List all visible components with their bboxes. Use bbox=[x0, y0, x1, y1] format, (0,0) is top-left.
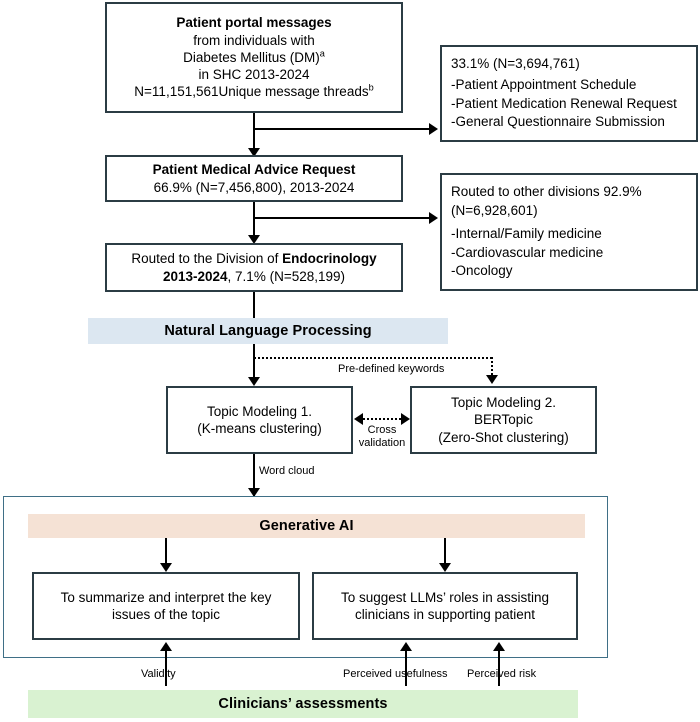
cross-validation-line2: validation bbox=[358, 436, 406, 449]
node-llm-roles: To suggest LLMs’ roles in assisting clin… bbox=[312, 572, 578, 640]
edge-label-perceived-risk: Perceived risk bbox=[467, 668, 537, 680]
llm-roles-line2: clinicians in supporting patient bbox=[354, 607, 536, 622]
clinicians-banner-label: Clinicians’ assessments bbox=[218, 696, 388, 712]
arrow-perceived-risk bbox=[493, 642, 505, 651]
node-patient-portal-messages: Patient portal messages from individuals… bbox=[105, 2, 403, 113]
patient-portal-line4: in SHC 2013-2024 bbox=[198, 67, 310, 83]
node-summarize-interpret: To summarize and interpret the key issue… bbox=[32, 572, 300, 640]
banner-generative-ai: Generative AI bbox=[28, 514, 585, 538]
topic1-line1: Topic Modeling 1. bbox=[206, 403, 313, 419]
other-divisions-item-0: -Internal/Family medicine bbox=[451, 226, 602, 242]
connector-portal-to-advice bbox=[253, 113, 255, 152]
edge-label-validity: Validity bbox=[141, 668, 176, 680]
arrow-topic1-to-genai bbox=[248, 488, 260, 497]
connector-genai-to-summarize bbox=[165, 538, 167, 567]
node-patient-medical-advice-request: Patient Medical Advice Request 66.9% (N=… bbox=[105, 155, 403, 202]
footnote-marker-a: a bbox=[319, 48, 325, 59]
endocrinology-line2: 2013-2024, 7.1% (N=528,199) bbox=[162, 268, 345, 284]
connector-perceived-usefulness bbox=[405, 651, 407, 686]
edge-label-perceived-usefulness: Perceived usefulness bbox=[343, 668, 448, 680]
arrow-portal-to-excluded bbox=[429, 123, 438, 135]
topic2-line3: (Zero-Shot clustering) bbox=[438, 429, 569, 445]
generative-ai-banner-label: Generative AI bbox=[259, 518, 354, 534]
connector-validity bbox=[165, 651, 167, 686]
node-excluded-requests: 33.1% (N=3,694,761) -Patient Appointment… bbox=[440, 45, 698, 142]
summarize-line2: issues of the topic bbox=[111, 607, 221, 622]
excluded-stat: 33.1% (N=3,694,761) bbox=[451, 56, 580, 71]
cross-validation-line1: Cross bbox=[367, 424, 397, 436]
arrow-validity bbox=[160, 642, 172, 651]
arrow-portal-to-advice bbox=[248, 148, 260, 157]
patient-portal-title: Patient portal messages bbox=[176, 15, 332, 31]
medical-advice-stat: 66.9% (N=7,456,800), 2013-2024 bbox=[153, 179, 355, 195]
topic1-line2: (K-means clustering) bbox=[197, 421, 322, 436]
patient-portal-line5: N=11,151,561Unique message threadsb bbox=[134, 82, 374, 100]
footnote-marker-b: b bbox=[368, 82, 374, 93]
banner-natural-language-processing: Natural Language Processing bbox=[88, 318, 448, 344]
arrow-genai-to-llm-roles bbox=[439, 563, 451, 572]
arrow-cross-validation-left bbox=[354, 413, 363, 425]
node-other-divisions: Routed to other divisions 92.9% (N=6,928… bbox=[440, 173, 698, 291]
arrow-perceived-usefulness bbox=[400, 642, 412, 651]
connector-endocrinology-to-nlp bbox=[253, 292, 255, 320]
node-topic-modeling-1: Topic Modeling 1. (K-means clustering) bbox=[166, 386, 353, 454]
dotted-connector-nlp-to-topic2 bbox=[254, 357, 492, 359]
arrow-cross-validation-right bbox=[401, 413, 410, 425]
other-divisions-item-1: -Cardiovascular medicine bbox=[451, 244, 604, 260]
dotted-connector-down-to-topic2 bbox=[491, 357, 493, 379]
other-divisions-item-2: -Oncology bbox=[451, 263, 513, 279]
excluded-item-1: -Patient Medication Renewal Request bbox=[451, 95, 677, 111]
excluded-item-0: -Patient Appointment Schedule bbox=[451, 77, 637, 93]
edge-label-pre-defined-keywords: Pre-defined keywords bbox=[338, 363, 445, 375]
node-topic-modeling-2: Topic Modeling 2. BERTopic (Zero-Shot cl… bbox=[410, 386, 597, 454]
connector-perceived-risk bbox=[498, 651, 500, 686]
arrow-nlp-to-topic1 bbox=[248, 377, 260, 386]
connector-topic1-to-genai bbox=[253, 454, 255, 497]
llm-roles-line1: To suggest LLMs’ roles in assisting bbox=[340, 589, 550, 605]
arrow-advice-to-endocrinology bbox=[248, 235, 260, 244]
connector-advice-to-other-divisions bbox=[253, 217, 429, 219]
connector-advice-to-endocrinology bbox=[253, 202, 255, 240]
medical-advice-title: Patient Medical Advice Request bbox=[152, 162, 356, 178]
topic2-line1: Topic Modeling 2. bbox=[450, 395, 557, 411]
summarize-line1: To summarize and interpret the key bbox=[60, 589, 272, 605]
nlp-banner-label: Natural Language Processing bbox=[164, 323, 372, 339]
other-divisions-line1: Routed to other divisions 92.9% bbox=[451, 184, 642, 199]
arrow-advice-to-other-divisions bbox=[429, 212, 438, 224]
other-divisions-line2: (N=6,928,601) bbox=[451, 202, 538, 218]
connector-genai-to-llm-roles bbox=[444, 538, 446, 567]
patient-portal-line2: from individuals with bbox=[193, 32, 315, 48]
endocrinology-line1: Routed to the Division of Endocrinology bbox=[131, 251, 377, 267]
connector-nlp-to-topic1 bbox=[253, 344, 255, 381]
region-generative-ai bbox=[3, 496, 608, 658]
node-endocrinology: Routed to the Division of Endocrinology … bbox=[105, 243, 403, 292]
excluded-item-2: -General Questionnaire Submission bbox=[451, 114, 665, 130]
banner-clinicians-assessments: Clinicians’ assessments bbox=[28, 690, 578, 718]
connector-portal-to-excluded bbox=[253, 128, 429, 130]
arrow-dotted-to-topic2 bbox=[486, 375, 498, 384]
edge-label-word-cloud: Word cloud bbox=[259, 465, 315, 477]
patient-portal-line3: Diabetes Mellitus (DM)a bbox=[183, 48, 325, 65]
arrow-genai-to-summarize bbox=[160, 563, 172, 572]
edge-label-cross-validation: Cross validation bbox=[352, 424, 412, 449]
topic2-line2: BERTopic bbox=[473, 412, 534, 428]
dotted-connector-cross-validation bbox=[363, 418, 401, 420]
